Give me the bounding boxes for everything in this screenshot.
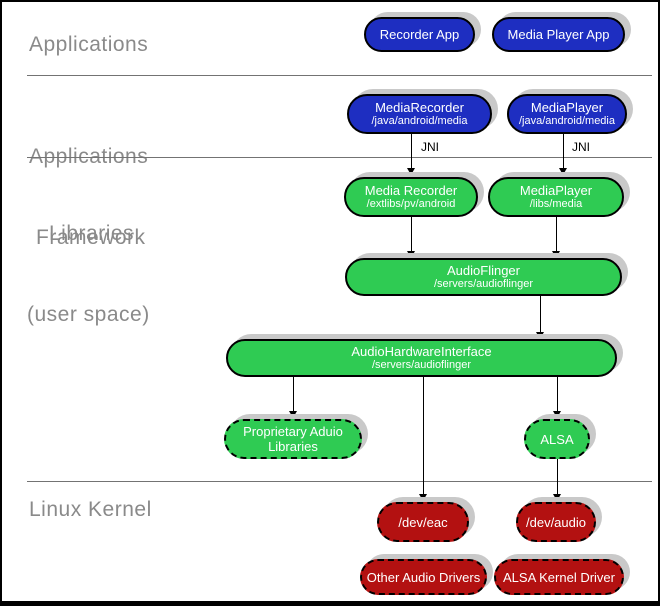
node-audioflinger-title: AudioFlinger <box>447 263 520 278</box>
edge-mrlib-to-audioflinger-arrowhead-icon <box>407 251 415 258</box>
node-mediarecorder-framework-title: MediaRecorder <box>375 100 464 115</box>
node-mediaplayer-lib-path: /libs/media <box>529 198 583 210</box>
node-other-audio-drivers: Other Audio Drivers <box>360 559 487 595</box>
edge-ahi-to-alsa-arrowhead-icon <box>553 411 561 418</box>
node-proprietary-audio-libraries: Proprietary Aduio Libraries <box>224 419 362 459</box>
edge-alsa-to-devaudio-line <box>557 459 558 495</box>
node-mediaplayer-lib: MediaPlayer /libs/media <box>488 177 624 217</box>
node-media-recorder-lib: Media Recorder /extlibs/pv/android <box>344 177 478 217</box>
node-recorder-app-label: Recorder App <box>379 27 460 42</box>
node-dev-audio: /dev/audio <box>516 502 596 542</box>
edge-ahi-to-proprietary-line <box>293 377 294 412</box>
node-mediarecorder-framework: MediaRecorder /java/android/media <box>347 94 492 134</box>
node-mediaplayer-framework-path: /java/android/media <box>518 115 615 127</box>
edge-jni-left-label: JNI <box>421 140 439 154</box>
node-audioflinger: AudioFlinger /servers/audioflinger <box>345 258 622 296</box>
layer-label-libraries-line2: (user space) <box>27 303 150 326</box>
edge-jni-right-label: JNI <box>572 140 590 154</box>
edge-mplib-to-audioflinger-arrowhead-icon <box>552 251 560 258</box>
node-alsa: ALSA <box>524 419 590 459</box>
edge-jni-left-line <box>411 134 412 168</box>
separator-kernel <box>27 481 652 482</box>
edge-alsa-to-devaudio-arrowhead-icon <box>553 494 561 501</box>
node-proprietary-audio-libraries-line2: Libraries <box>268 439 318 454</box>
node-alsa-kernel-driver-label: ALSA Kernel Driver <box>503 569 615 585</box>
edge-ahi-to-proprietary-arrowhead-icon <box>289 411 297 418</box>
node-mediaplayer-framework-title: MediaPlayer <box>530 100 604 115</box>
node-media-player-app-label: Media Player App <box>507 27 610 42</box>
node-alsa-label: ALSA <box>540 431 574 447</box>
layer-label-applications-framework-line2: Framework <box>36 226 146 249</box>
node-audioflinger-path: /servers/audioflinger <box>433 278 534 290</box>
edge-ahi-to-deveac-arrowhead-icon <box>419 494 427 501</box>
separator-applications <box>27 75 652 76</box>
node-recorder-app: Recorder App <box>364 17 475 52</box>
edge-mrlib-to-audioflinger-line <box>411 217 412 252</box>
node-audiohardwareinterface-path: /servers/audioflinger <box>371 359 472 371</box>
layer-label-linux-kernel: Linux Kernel <box>29 498 152 521</box>
edge-mplib-to-audioflinger-line <box>556 217 557 252</box>
edge-ahi-to-alsa-line <box>557 377 558 412</box>
edge-jni-right-arrowhead-icon <box>559 168 567 175</box>
node-dev-eac-label: /dev/eac <box>398 514 448 530</box>
layer-label-libraries: Libraries (user space) <box>27 166 150 382</box>
node-other-audio-drivers-label: Other Audio Drivers <box>366 569 481 585</box>
edge-ahi-to-deveac-line <box>423 377 424 495</box>
edge-audioflinger-to-ahi-arrowhead-icon <box>536 332 544 339</box>
edge-jni-left-arrowhead-icon <box>407 168 415 175</box>
node-mediarecorder-framework-path: /java/android/media <box>371 115 468 127</box>
node-media-recorder-lib-title: Media Recorder <box>364 183 458 198</box>
node-mediaplayer-framework: MediaPlayer /java/android/media <box>507 94 627 134</box>
node-media-recorder-lib-path: /extlibs/pv/android <box>366 198 456 210</box>
node-dev-audio-label: /dev/audio <box>526 514 586 530</box>
layer-label-applications-framework: Applications Framework <box>29 89 148 305</box>
node-proprietary-audio-libraries-line1: Proprietary Aduio <box>243 424 343 439</box>
separator-framework <box>27 157 652 158</box>
edge-jni-right-line <box>563 134 564 168</box>
edge-audioflinger-to-ahi-line <box>540 296 541 333</box>
node-alsa-kernel-driver: ALSA Kernel Driver <box>494 559 624 595</box>
node-audiohardwareinterface-title: AudioHardwareInterface <box>351 344 492 359</box>
layer-label-applications: Applications <box>29 33 149 56</box>
node-mediaplayer-lib-title: MediaPlayer <box>519 183 593 198</box>
layer-label-libraries-line1: Libraries <box>49 222 135 245</box>
node-media-player-app: Media Player App <box>492 17 625 52</box>
node-audiohardwareinterface: AudioHardwareInterface /servers/audiofli… <box>226 339 617 377</box>
layer-label-applications-framework-line1: Applications <box>29 145 149 168</box>
node-dev-eac: /dev/eac <box>377 502 469 542</box>
